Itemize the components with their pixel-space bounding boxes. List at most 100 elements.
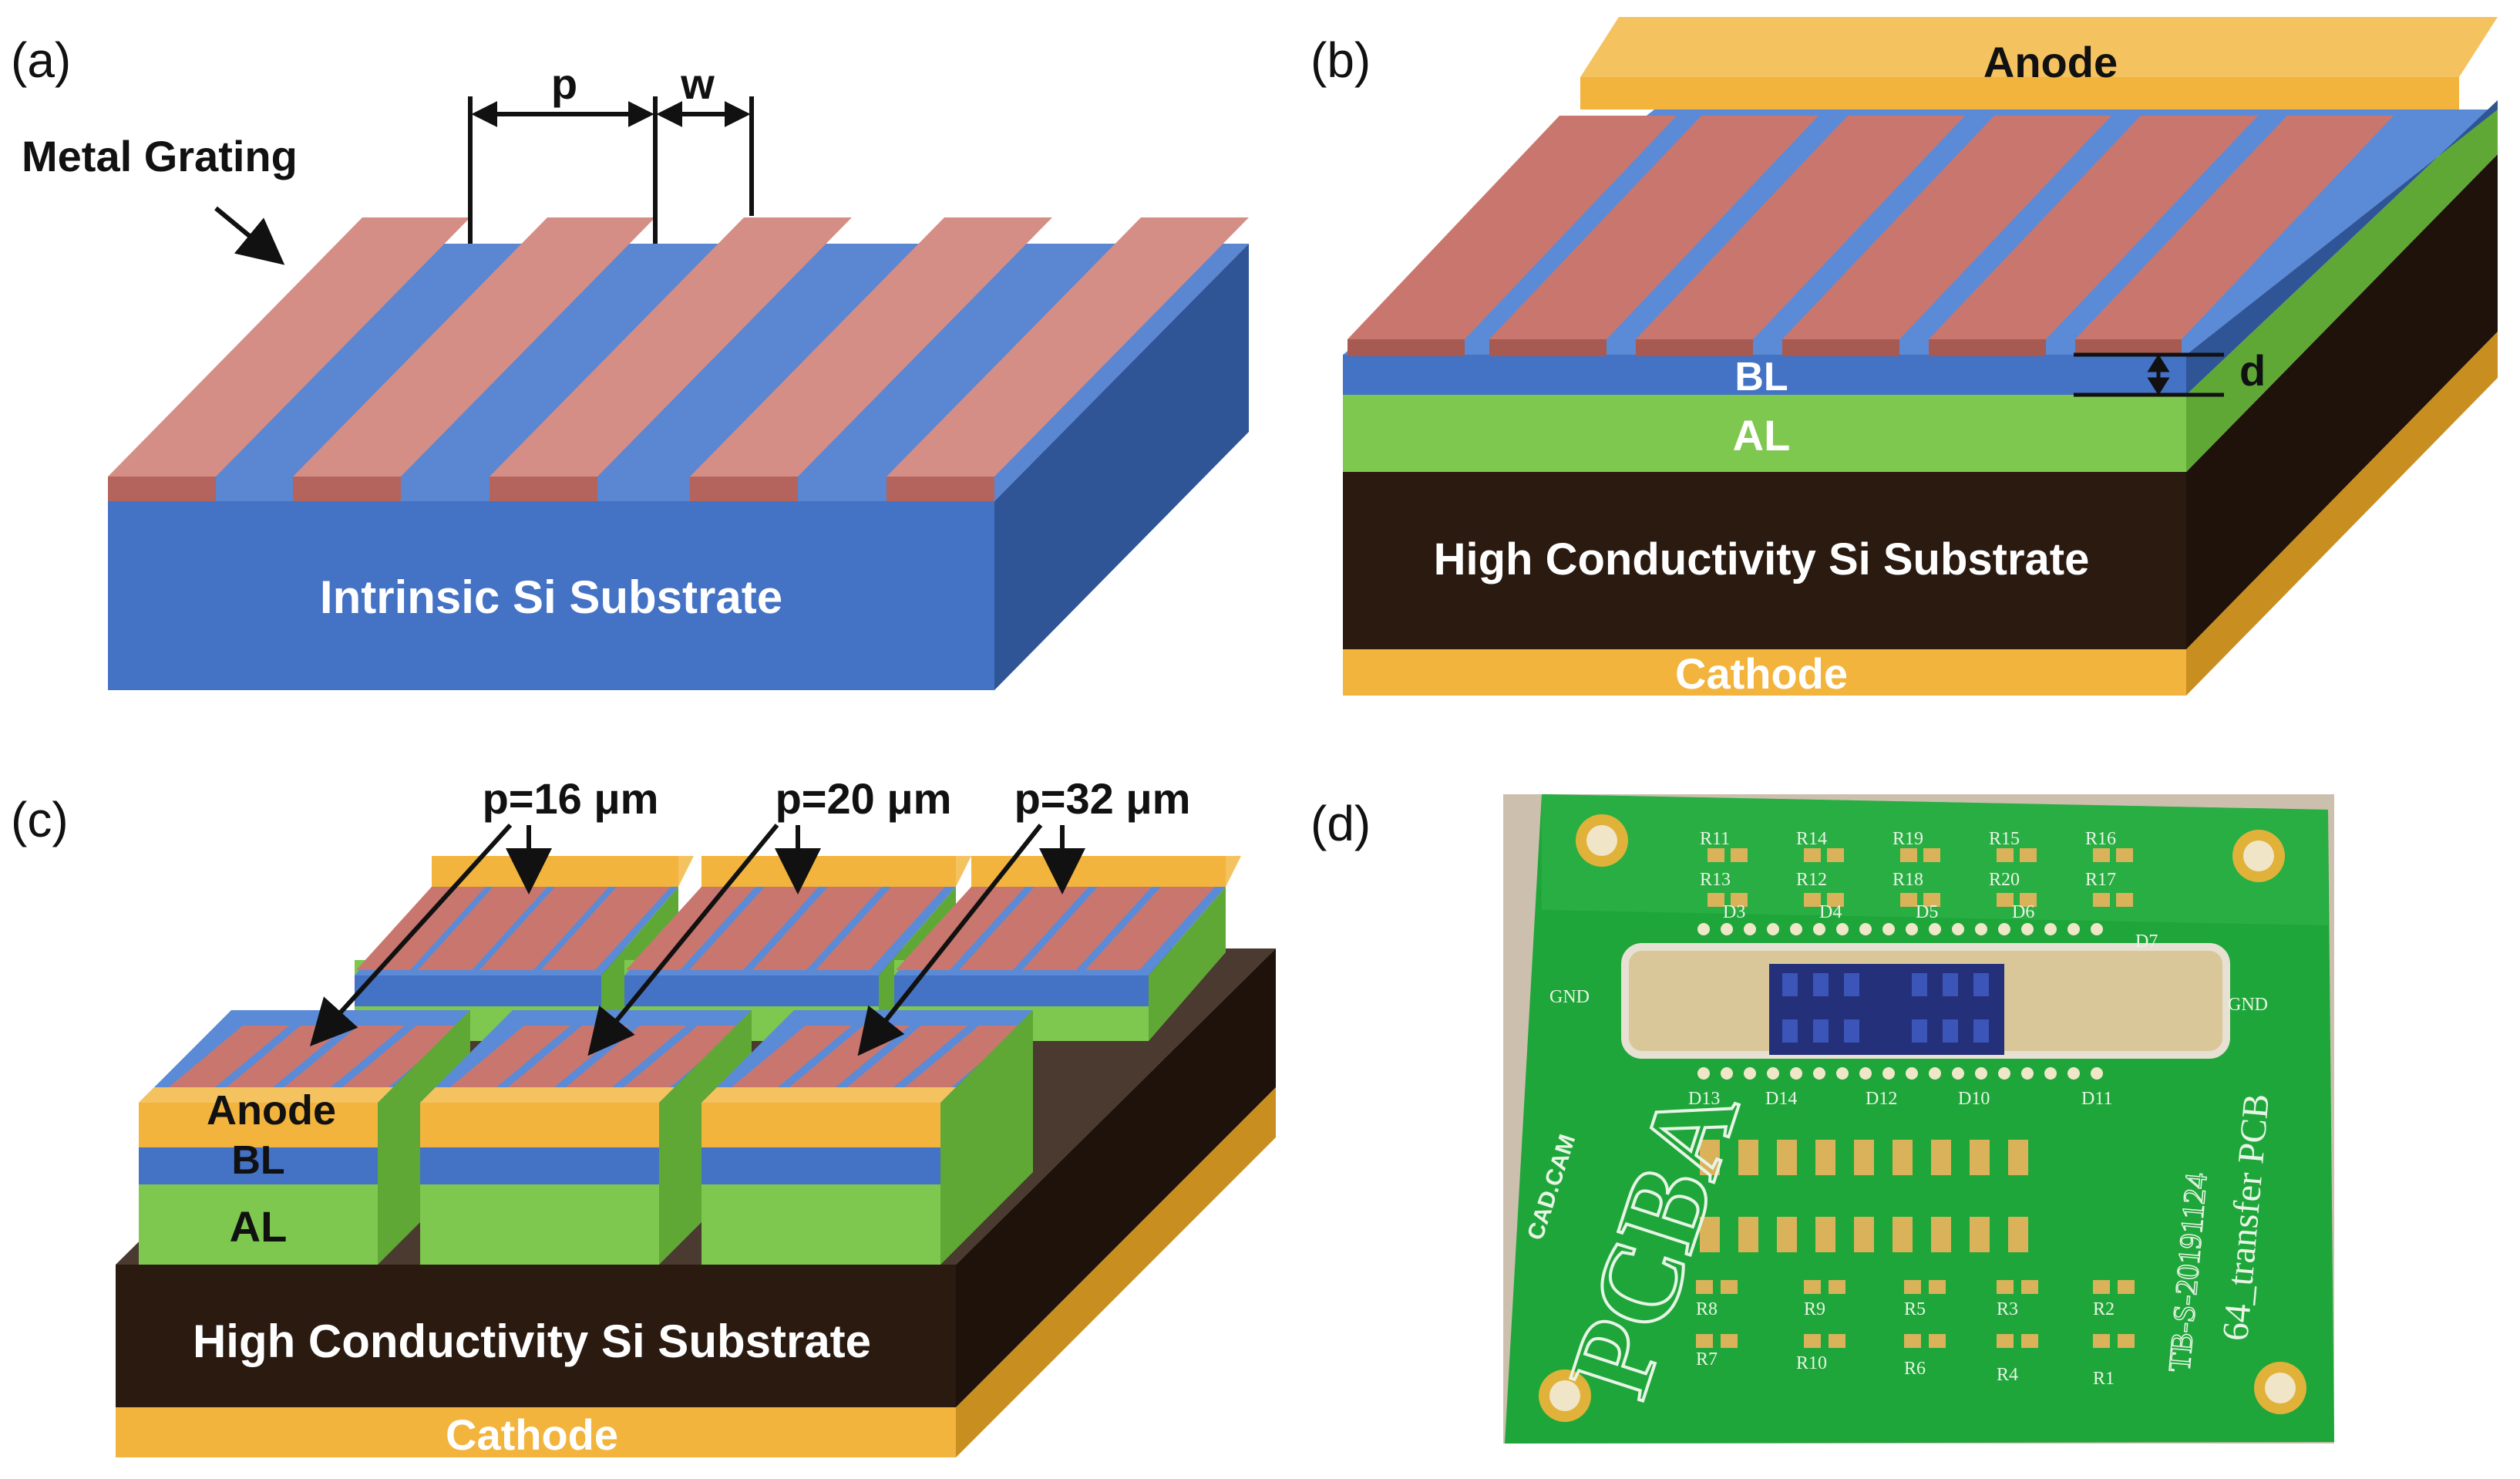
cathode-front xyxy=(1343,649,2186,696)
cathode-right xyxy=(956,1087,1276,1457)
pitch-arrows xyxy=(309,823,1085,1056)
pcb-label-r11: R11 xyxy=(1700,829,1730,849)
substrate-label: High Conductivity Si Substrate xyxy=(1434,534,2090,585)
device-block xyxy=(701,1010,1033,1265)
metal-strip xyxy=(108,217,470,477)
pcb-label-r12: R12 xyxy=(1796,870,1827,890)
metal-strip xyxy=(293,217,655,477)
bottom-resistor-pads xyxy=(1696,1280,2135,1348)
pin-rows xyxy=(1697,923,2103,1080)
pcb-label-r16: R16 xyxy=(2085,829,2116,849)
pitch-label-32: p=32 μm xyxy=(1014,774,1191,823)
pcb-label-gnd-left: GND xyxy=(1549,987,1590,1007)
metal-grating-arrow xyxy=(214,206,285,265)
anode-label: Anode xyxy=(207,1087,336,1134)
panel-a-letter: (a) xyxy=(11,32,71,88)
substrate-front xyxy=(1343,472,2186,649)
pcb-label-r20: R20 xyxy=(1989,870,2020,890)
al-front xyxy=(1343,395,2186,472)
pcb-label-r17: R17 xyxy=(2085,870,2116,890)
substrate-front xyxy=(116,1265,956,1407)
thickness-marker xyxy=(2074,352,2224,397)
pcb-label-d4: D4 xyxy=(1819,902,1842,922)
pcb-label-d5: D5 xyxy=(1916,902,1938,922)
metal-grating-label: Metal Grating xyxy=(22,132,298,180)
metal-strip-front xyxy=(108,477,216,501)
cathode-front xyxy=(116,1407,956,1457)
pcb-label-d7: D7 xyxy=(2135,932,2158,952)
bl-front xyxy=(1343,355,2186,395)
substrate-right xyxy=(956,948,1276,1407)
metal-strip-front xyxy=(1489,339,1607,356)
pcb-label-d12: D12 xyxy=(1866,1089,1897,1109)
pcb-label-r5: R5 xyxy=(1904,1299,1926,1319)
panel-d-letter: (d) xyxy=(1310,796,1371,851)
pcb-label-r8: R8 xyxy=(1696,1299,1718,1319)
dimension-markers xyxy=(468,96,754,244)
panel-b: (b) xyxy=(1310,17,2498,698)
chip-pads xyxy=(1782,973,1989,1043)
pcb-label-r6: R6 xyxy=(1904,1359,1926,1379)
pcb-label-d13: D13 xyxy=(1688,1089,1720,1109)
panel-b-letter: (b) xyxy=(1310,32,1371,88)
pcb-label-r4: R4 xyxy=(1997,1365,2018,1385)
pcb-label-d10: D10 xyxy=(1958,1089,1990,1109)
pcb-label-r18: R18 xyxy=(1893,870,1923,890)
anode-top xyxy=(1580,17,2498,77)
pcb-label-r13: R13 xyxy=(1700,870,1731,890)
metal-strip xyxy=(1782,116,2111,339)
pitch-label: p xyxy=(551,59,577,108)
panel-a: (a) p xyxy=(11,32,1249,690)
substrate-label: Intrinsic Si Substrate xyxy=(320,571,782,623)
pcb-label-gnd-right: GND xyxy=(2228,995,2268,1015)
pcb-label-r3: R3 xyxy=(1997,1299,2018,1319)
metal-strip xyxy=(1489,116,1819,339)
thickness-label: d xyxy=(2239,346,2266,395)
pcb-label-r2: R2 xyxy=(2093,1299,2115,1319)
substrate-label: High Conductivity Si Substrate xyxy=(193,1316,871,1367)
width-label: w xyxy=(680,59,715,108)
substrate-front-face xyxy=(108,501,994,690)
panel-c: (c) xyxy=(11,774,1276,1459)
metal-strip xyxy=(887,217,1249,477)
bl-label: BL xyxy=(1734,355,1788,399)
metal-strip xyxy=(2075,116,2394,339)
pcb-label-r9: R9 xyxy=(1804,1299,1825,1319)
anode-front xyxy=(1580,77,2459,109)
metal-strip-front xyxy=(1929,339,2046,356)
pcb-label-d14: D14 xyxy=(1765,1089,1797,1109)
metal-strip-front xyxy=(293,477,401,501)
panel-c-letter: (c) xyxy=(11,792,69,847)
pitch-label-20: p=20 μm xyxy=(776,774,952,823)
al-label: AL xyxy=(1733,411,1791,460)
pcb-label-r14: R14 xyxy=(1796,829,1827,849)
metal-strip-front xyxy=(887,477,994,501)
metal-strip xyxy=(490,217,852,477)
pcb-label-r15: R15 xyxy=(1989,829,2020,849)
metal-strip xyxy=(690,217,1052,477)
cathode-right xyxy=(2186,332,2498,696)
pcb-label-d6: D6 xyxy=(2012,902,2034,922)
metal-strip-front xyxy=(490,477,597,501)
metal-grating xyxy=(108,217,1249,501)
pcb-label-r7: R7 xyxy=(1696,1349,1718,1370)
al-label: AL xyxy=(230,1202,288,1251)
pcb-label-r1: R1 xyxy=(2093,1369,2115,1389)
anode-label: Anode xyxy=(1983,38,2118,86)
detector-chip xyxy=(1769,964,2004,1055)
metal-strip xyxy=(1636,116,1965,339)
mounting-holes xyxy=(1539,814,2306,1422)
top-resistor-pads xyxy=(1707,848,2133,907)
metal-strip-front xyxy=(2075,339,2182,356)
bl-right xyxy=(2186,100,2498,395)
pitch-label-16: p=16 μm xyxy=(483,774,659,823)
metal-grating xyxy=(1347,116,2394,356)
al-right xyxy=(2186,100,2498,472)
bl-label: BL xyxy=(231,1138,284,1183)
panel-d: (d) xyxy=(1310,794,2334,1444)
metal-strip-front xyxy=(1782,339,1899,356)
pcb-label-d3: D3 xyxy=(1723,902,1745,922)
pcb-label-d11: D11 xyxy=(2081,1089,2112,1109)
metal-strip-front xyxy=(1636,339,1753,356)
substrate-right-face xyxy=(994,244,1249,690)
